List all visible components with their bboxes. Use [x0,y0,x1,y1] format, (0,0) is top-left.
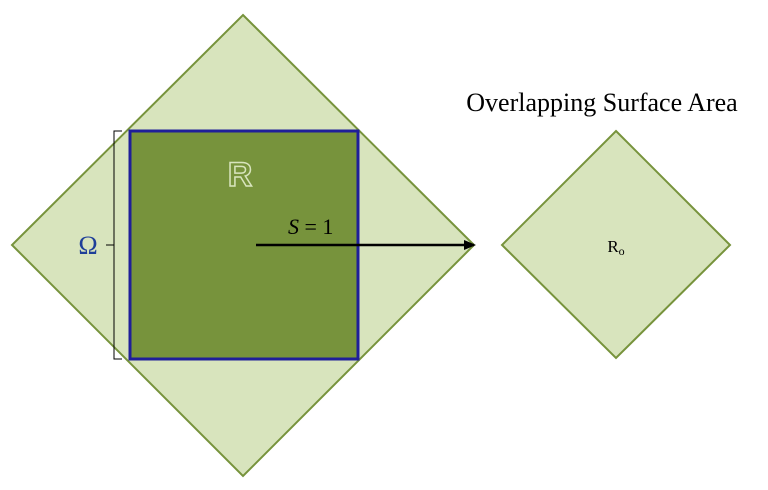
region-ro-main: R [607,237,619,256]
overlap-title: Overlapping Surface Area [466,88,738,117]
region-ro-subscript: o [619,244,625,258]
overlap-diamond-region [500,129,732,360]
omega-label: Ω [78,231,97,260]
region-r-label: R [228,156,253,194]
region-ro-label: Ro [607,237,624,258]
shift-symbol: S [288,214,299,239]
omega-bracket [106,130,122,360]
shift-value: = 1 [299,214,333,239]
shift-label: S = 1 [288,214,333,239]
